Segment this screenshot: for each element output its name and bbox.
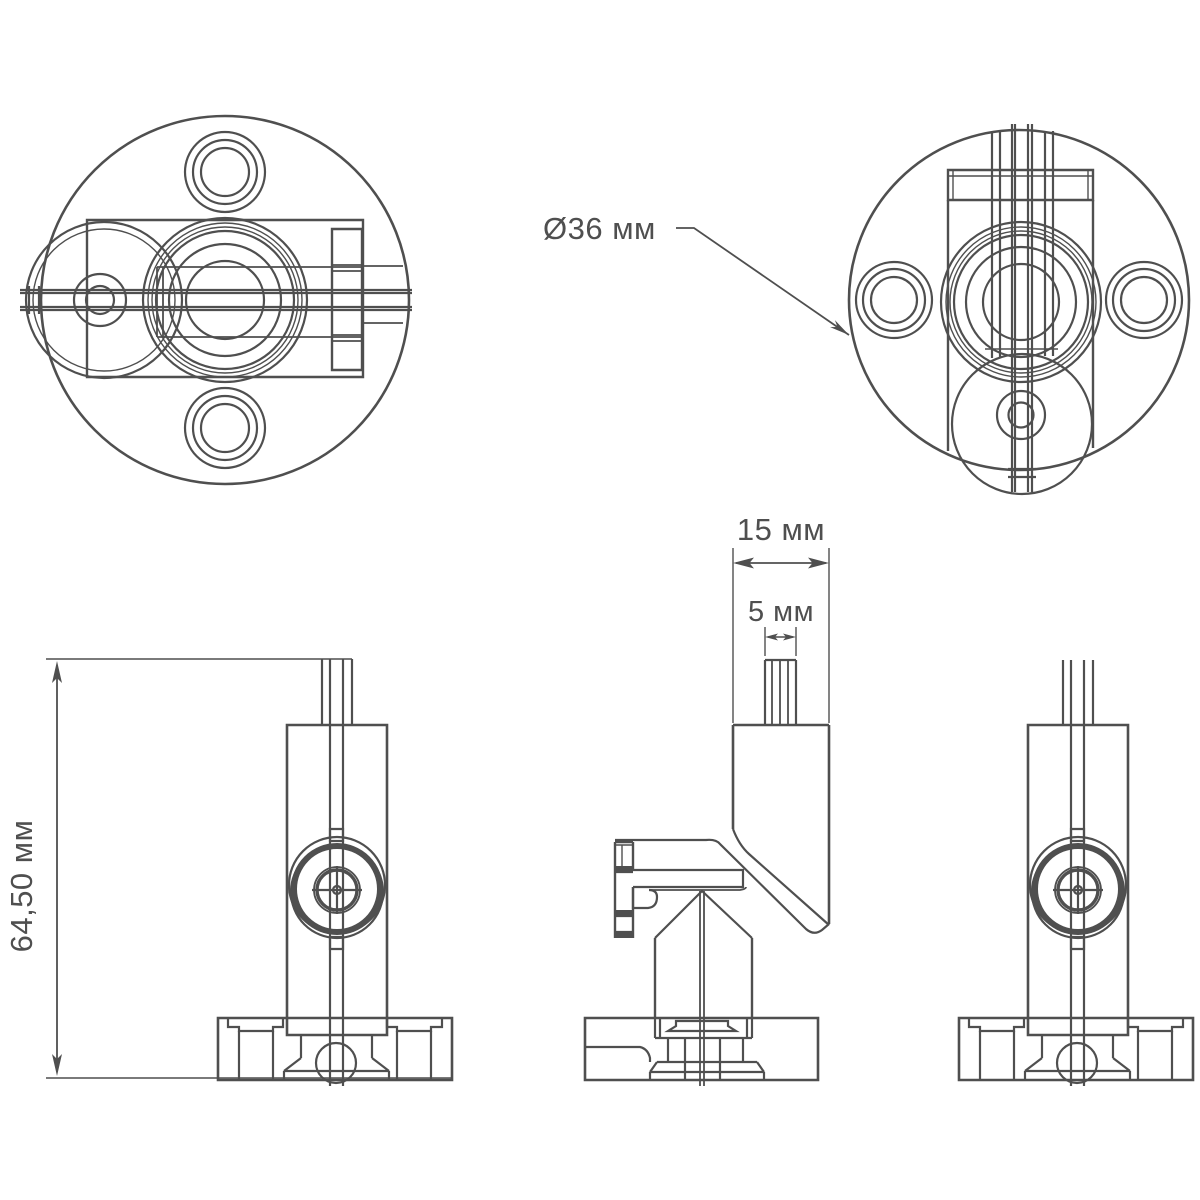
tube-width-label: 5 мм [748, 596, 814, 628]
dimension-height: 64,50 мм [4, 658, 452, 1079]
leader-line [676, 227, 850, 336]
center-cylinder-rings [939, 220, 1103, 384]
leader-arrowhead-icon [830, 320, 849, 335]
mounting-hole-top [183, 130, 267, 214]
front-view-left [216, 659, 454, 1086]
arm-bracket [613, 840, 747, 938]
extension-lines [764, 627, 797, 656]
mounting-hole-bottom [183, 386, 267, 470]
top-view-right [847, 124, 1191, 496]
height-label: 64,50 мм [4, 820, 39, 953]
base-flange [957, 1016, 1195, 1085]
extension-lines [732, 548, 830, 723]
column-width-label: 15 мм [737, 512, 825, 547]
dimension-diameter: Ø36 мм [543, 211, 850, 336]
side-barrel [24, 220, 184, 380]
track-bracket [330, 227, 364, 372]
column-body [285, 723, 389, 1037]
wire-tube [763, 658, 798, 725]
side-barrel [950, 352, 1094, 496]
back-view-right [957, 660, 1195, 1086]
arm-housing [946, 168, 1095, 451]
top-view-left [20, 114, 412, 486]
arrowhead-down-icon [52, 1054, 62, 1076]
column-body [1026, 723, 1130, 1037]
base-flange [216, 1016, 454, 1085]
dimension-column-width: 15 мм [732, 512, 830, 723]
column-body [615, 723, 831, 934]
mount-plate-outline [39, 114, 411, 486]
lower-column [653, 889, 754, 1086]
base-flange [583, 1016, 820, 1082]
wire-lines [990, 124, 1055, 492]
dimension-tube-width: 5 мм [748, 596, 814, 656]
wire-lines [20, 286, 412, 314]
arrowhead-left-icon [765, 633, 778, 641]
mounting-hole-left [854, 260, 934, 340]
side-view-center [583, 658, 831, 1086]
pivot-knob [287, 827, 387, 951]
mounting-hole-right [1104, 260, 1184, 340]
arrowhead-right-icon [783, 633, 796, 641]
arrowhead-right-icon [808, 557, 829, 569]
extension-lines [46, 658, 452, 1079]
arrowhead-left-icon [733, 557, 754, 569]
pivot-knob [1028, 827, 1128, 951]
center-cylinder-rings [141, 216, 309, 384]
diameter-label: Ø36 мм [543, 211, 656, 246]
arm-housing [85, 218, 403, 379]
arrowhead-up-icon [52, 661, 62, 683]
mount-plate-outline [847, 128, 1191, 472]
